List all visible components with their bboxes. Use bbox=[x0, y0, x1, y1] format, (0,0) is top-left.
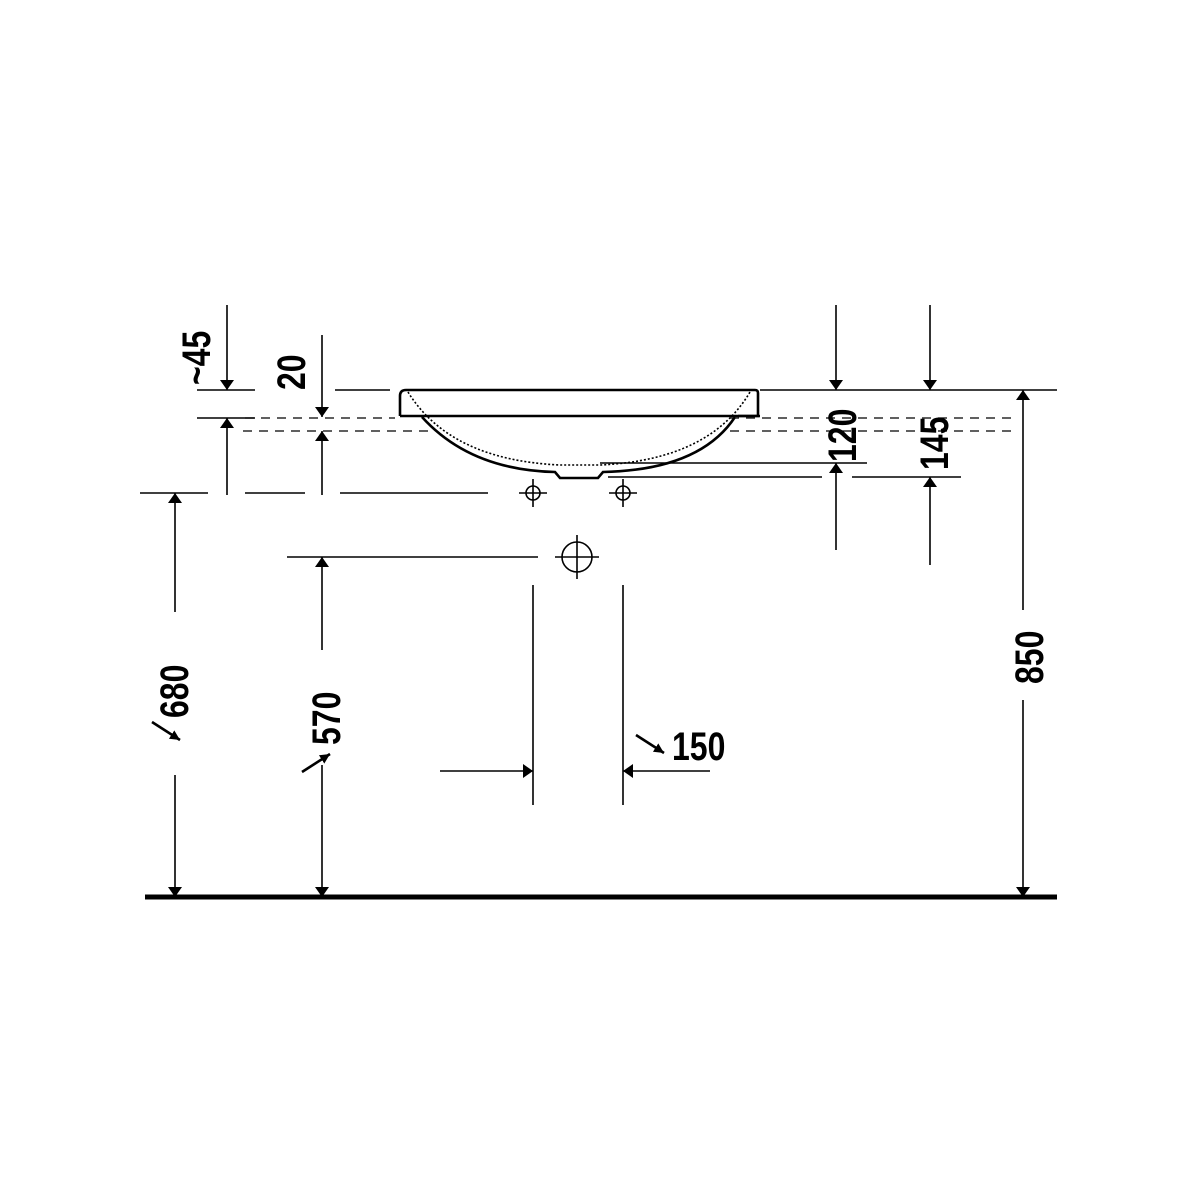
dim-label-150: 150 bbox=[672, 724, 725, 769]
reference-dashed-lines bbox=[243, 417, 1015, 432]
dim-label-145: 145 bbox=[912, 417, 957, 470]
waste-outlet-symbol bbox=[555, 535, 599, 579]
dim-label-680: 680 bbox=[152, 665, 197, 718]
dim-label-45: ~45 bbox=[174, 331, 219, 385]
dim-label-570: 570 bbox=[304, 692, 349, 745]
fixing-hole-left bbox=[519, 479, 547, 507]
fixing-hole-right bbox=[609, 479, 637, 507]
washbasin-profile bbox=[398, 388, 760, 480]
extension-lines bbox=[140, 389, 1057, 805]
dim-label-850: 850 bbox=[1007, 631, 1052, 684]
dimension-arrows bbox=[151, 305, 1030, 897]
dim-label-120: 120 bbox=[820, 409, 865, 462]
dim-label-20: 20 bbox=[269, 354, 314, 390]
